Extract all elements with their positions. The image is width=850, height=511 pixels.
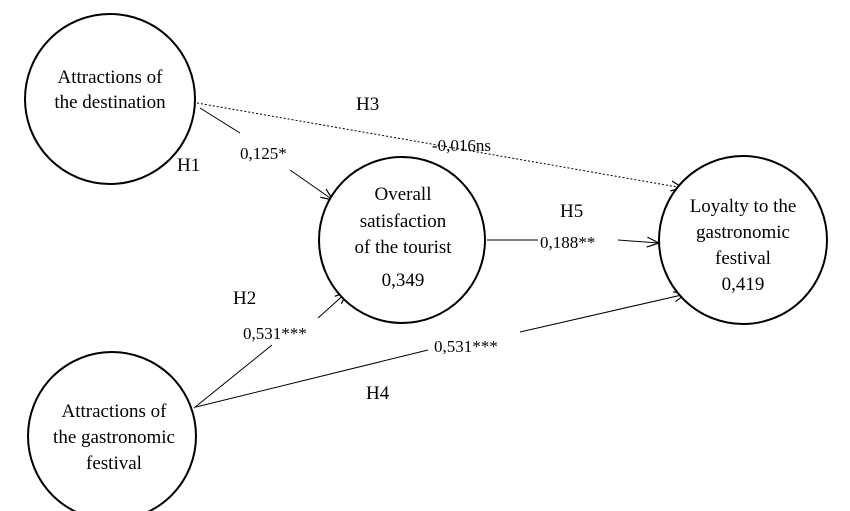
node-label-line: Overall (375, 184, 432, 205)
hypothesis-label-h1: H1 (177, 155, 200, 176)
node-circle (24, 13, 196, 185)
node-label-line: the destination (54, 92, 166, 113)
node-label-line: Loyalty to the (690, 196, 797, 217)
node-circle (318, 156, 486, 324)
node-satisfaction: Overall satisfaction of the tourist 0,34… (318, 156, 486, 324)
node-circle (27, 351, 197, 511)
node-label-line: festival (86, 453, 142, 474)
node-label-line: the gastronomic (53, 427, 175, 448)
path-h4-segment-a (195, 349, 429, 408)
node-label-line: Attractions of (61, 401, 167, 422)
coefficient-label-h5: 0,188** (540, 233, 595, 252)
node-value: 0,349 (382, 270, 425, 291)
node-attractions-destination: Attractions of the destination (24, 13, 196, 185)
path-h1-arrow (289, 169, 333, 200)
coefficient-label-h4: 0,531*** (434, 337, 498, 356)
path-h4-arrow (519, 294, 686, 333)
path-h2-segment-a (193, 344, 273, 409)
node-attractions-festival: Attractions of the gastronomic festival (27, 351, 197, 511)
node-label-line: festival (715, 248, 771, 269)
hypothesis-label-h3: H3 (356, 94, 379, 115)
hypothesis-label-h2: H2 (233, 288, 256, 309)
node-label-line: of the tourist (354, 237, 452, 258)
node-value: 0,419 (722, 274, 765, 295)
path-h5-arrow (617, 240, 659, 243)
node-label-line: Attractions of (57, 67, 163, 88)
node-circle (658, 155, 828, 325)
node-label-line: gastronomic (696, 222, 790, 243)
coefficient-label-h1: 0,125* (240, 144, 287, 163)
node-label-line: satisfaction (360, 211, 447, 232)
path-h1-segment-a (199, 107, 241, 134)
coefficient-label-h2: 0,531*** (243, 324, 307, 343)
coefficient-label-h3: -0,016ns (432, 136, 491, 155)
hypothesis-label-h4: H4 (366, 383, 390, 404)
node-loyalty: Loyalty to the gastronomic festival 0,41… (658, 155, 828, 325)
edges (193, 102, 686, 409)
hypothesis-label-h5: H5 (560, 201, 583, 222)
